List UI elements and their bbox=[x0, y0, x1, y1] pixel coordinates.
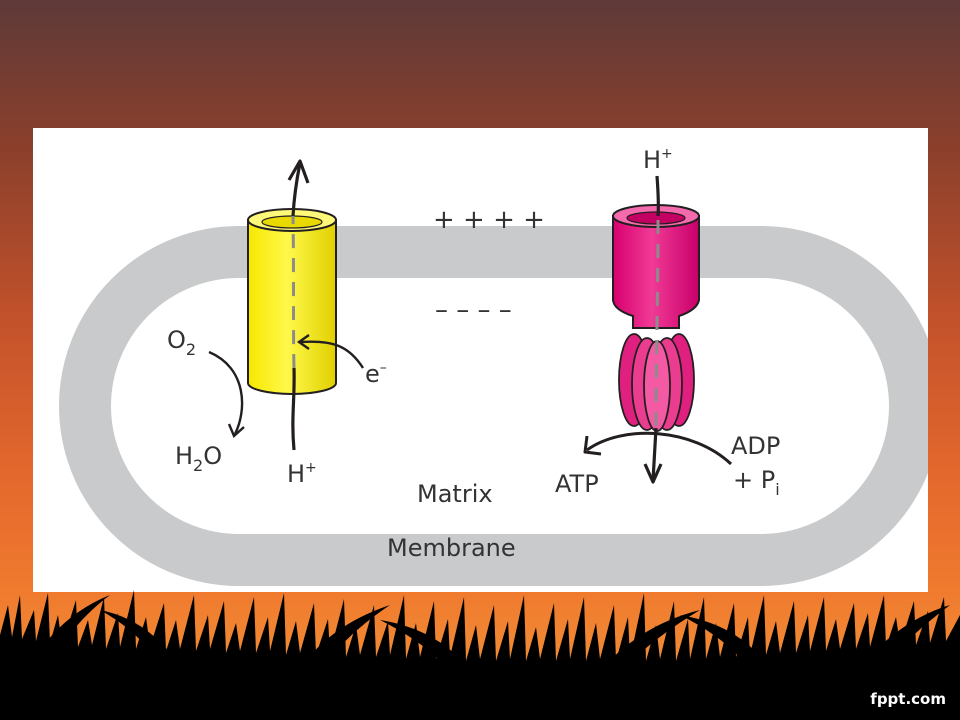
membrane-ring bbox=[59, 226, 928, 586]
oxygen-reduction-arrowhead bbox=[227, 423, 245, 439]
atp-synthase bbox=[612, 204, 700, 432]
proton-path-arrow-left bbox=[287, 159, 310, 451]
electron-arrow bbox=[300, 340, 365, 369]
matrix-label: Matrix bbox=[417, 480, 493, 508]
grass-silhouette bbox=[0, 590, 960, 720]
water-label: H2O bbox=[175, 442, 222, 475]
atp-synthesis-arrow bbox=[586, 431, 733, 466]
membrane-label: Membrane bbox=[387, 534, 516, 562]
electron-label: e– bbox=[365, 360, 387, 388]
membrane-diagram: + + + + – – – – H+ H+ O2 e– H2O ATP ADP … bbox=[59, 146, 928, 586]
phosphate-label: + Pi bbox=[733, 466, 780, 499]
proton-label-top: H+ bbox=[643, 146, 673, 174]
negative-charge-label: – – – – bbox=[435, 295, 512, 325]
atp-synthesis-arrowhead bbox=[583, 435, 602, 456]
adp-label: ADP bbox=[731, 432, 780, 460]
watermark: fppt.com bbox=[870, 690, 946, 708]
positive-charge-label: + + + + bbox=[433, 205, 545, 235]
oxygen-label: O2 bbox=[167, 326, 196, 359]
proton-label-bottom: H+ bbox=[287, 460, 317, 488]
oxygen-reduction-arrow bbox=[208, 350, 244, 435]
atp-label: ATP bbox=[555, 470, 599, 498]
electron-arrowhead bbox=[296, 334, 310, 350]
diagram-panel: + + + + – – – – H+ H+ O2 e– H2O ATP ADP … bbox=[33, 128, 928, 592]
